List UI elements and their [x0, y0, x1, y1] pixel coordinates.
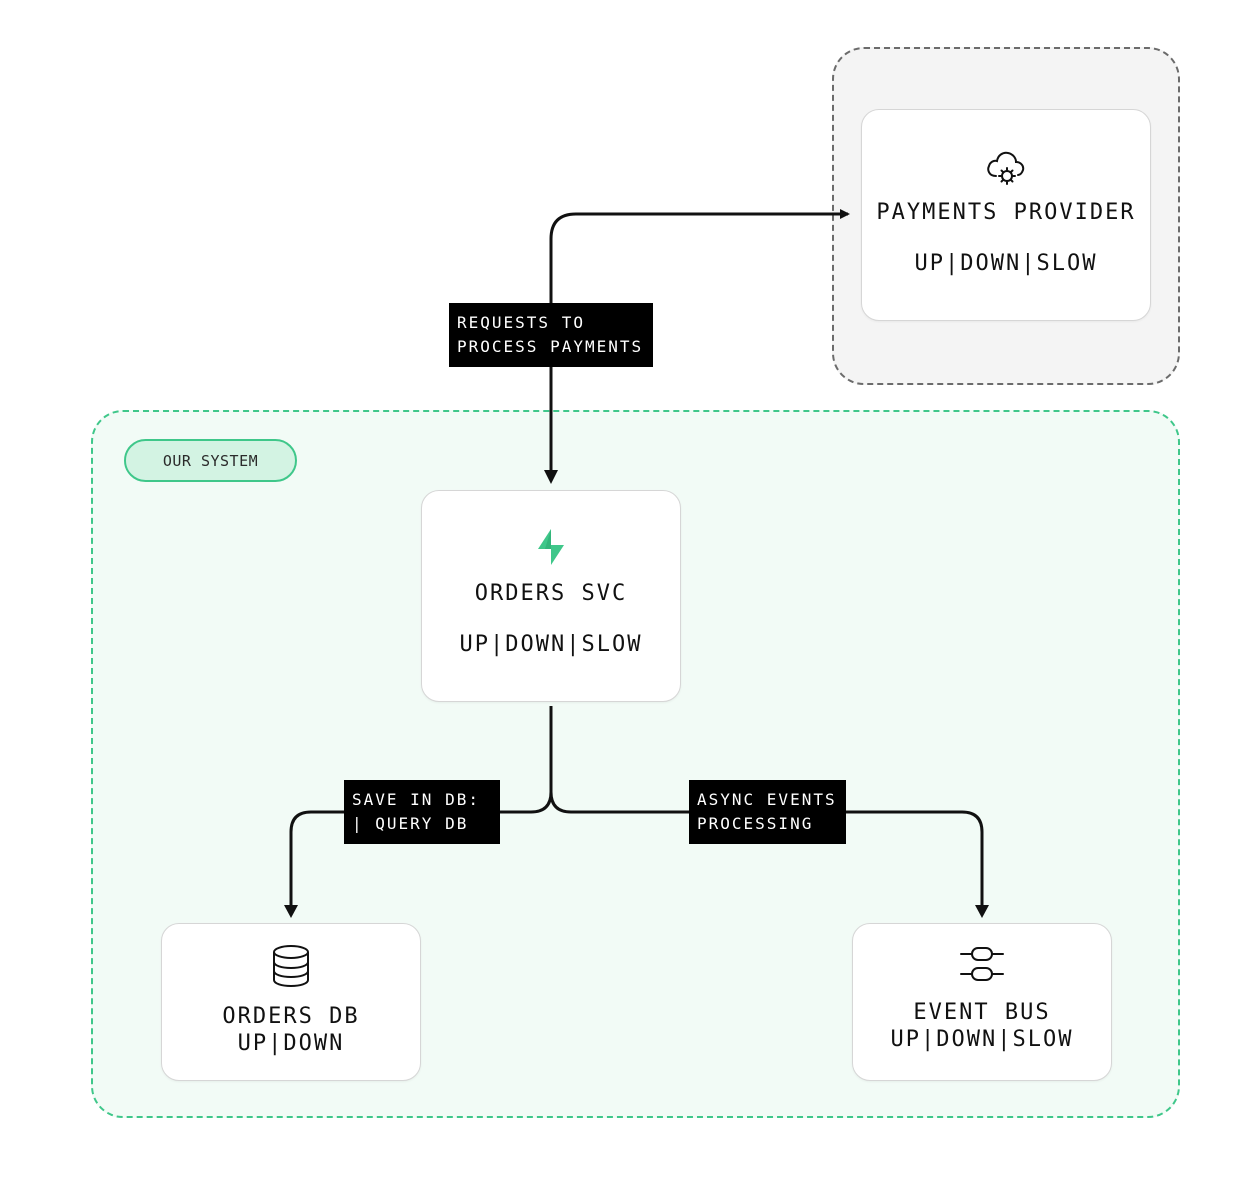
- edge-label-requests-line1: REQUESTS TO: [457, 313, 585, 332]
- cloud-gear-icon: [984, 146, 1028, 186]
- event-bus-node[interactable]: EVENT BUS UP|DOWN|SLOW: [852, 923, 1112, 1081]
- orders-svc-status: UP|DOWN|SLOW: [459, 632, 643, 657]
- event-bus-title: EVENT BUS: [913, 1000, 1051, 1025]
- edge-label-requests: REQUESTS TO PROCESS PAYMENTS: [449, 303, 653, 367]
- bolt-icon: [532, 527, 570, 567]
- our-system-tag: OUR SYSTEM: [124, 439, 297, 482]
- payments-provider-title: PAYMENTS PROVIDER: [876, 200, 1136, 225]
- payments-provider-status: UP|DOWN|SLOW: [914, 251, 1098, 276]
- edge-label-save: SAVE IN DB: | QUERY DB: [344, 780, 500, 844]
- edge-orders-to-payments: [549, 209, 850, 480]
- edge-label-async: ASYNC EVENTS PROCESSING: [689, 780, 846, 844]
- edge-orders-to-bus: [549, 791, 984, 908]
- orders-db-status: UP|DOWN: [237, 1031, 345, 1056]
- edge-label-save-line2: | QUERY DB: [352, 814, 469, 833]
- edge-arrow-into-db: [284, 905, 298, 918]
- edge-label-async-line2: PROCESSING: [697, 814, 814, 833]
- orders-svc-title: ORDERS SVC: [474, 581, 628, 606]
- orders-svc-node[interactable]: ORDERS SVC UP|DOWN|SLOW: [421, 490, 681, 702]
- database-icon: [271, 944, 311, 988]
- orders-db-title: ORDERS DB: [222, 1004, 360, 1029]
- edge-label-async-line1: ASYNC EVENTS: [697, 790, 837, 809]
- payments-provider-node[interactable]: PAYMENTS PROVIDER UP|DOWN|SLOW: [861, 109, 1151, 321]
- event-bus-icon: [958, 944, 1006, 984]
- orders-db-node[interactable]: ORDERS DB UP|DOWN: [161, 923, 421, 1081]
- edge-label-save-line1: SAVE IN DB:: [352, 790, 480, 809]
- edge-label-requests-line2: PROCESS PAYMENTS: [457, 337, 644, 356]
- edge-arrow-into-orders: [544, 470, 558, 484]
- edge-arrow-into-bus: [975, 905, 989, 918]
- event-bus-status: UP|DOWN|SLOW: [890, 1027, 1074, 1052]
